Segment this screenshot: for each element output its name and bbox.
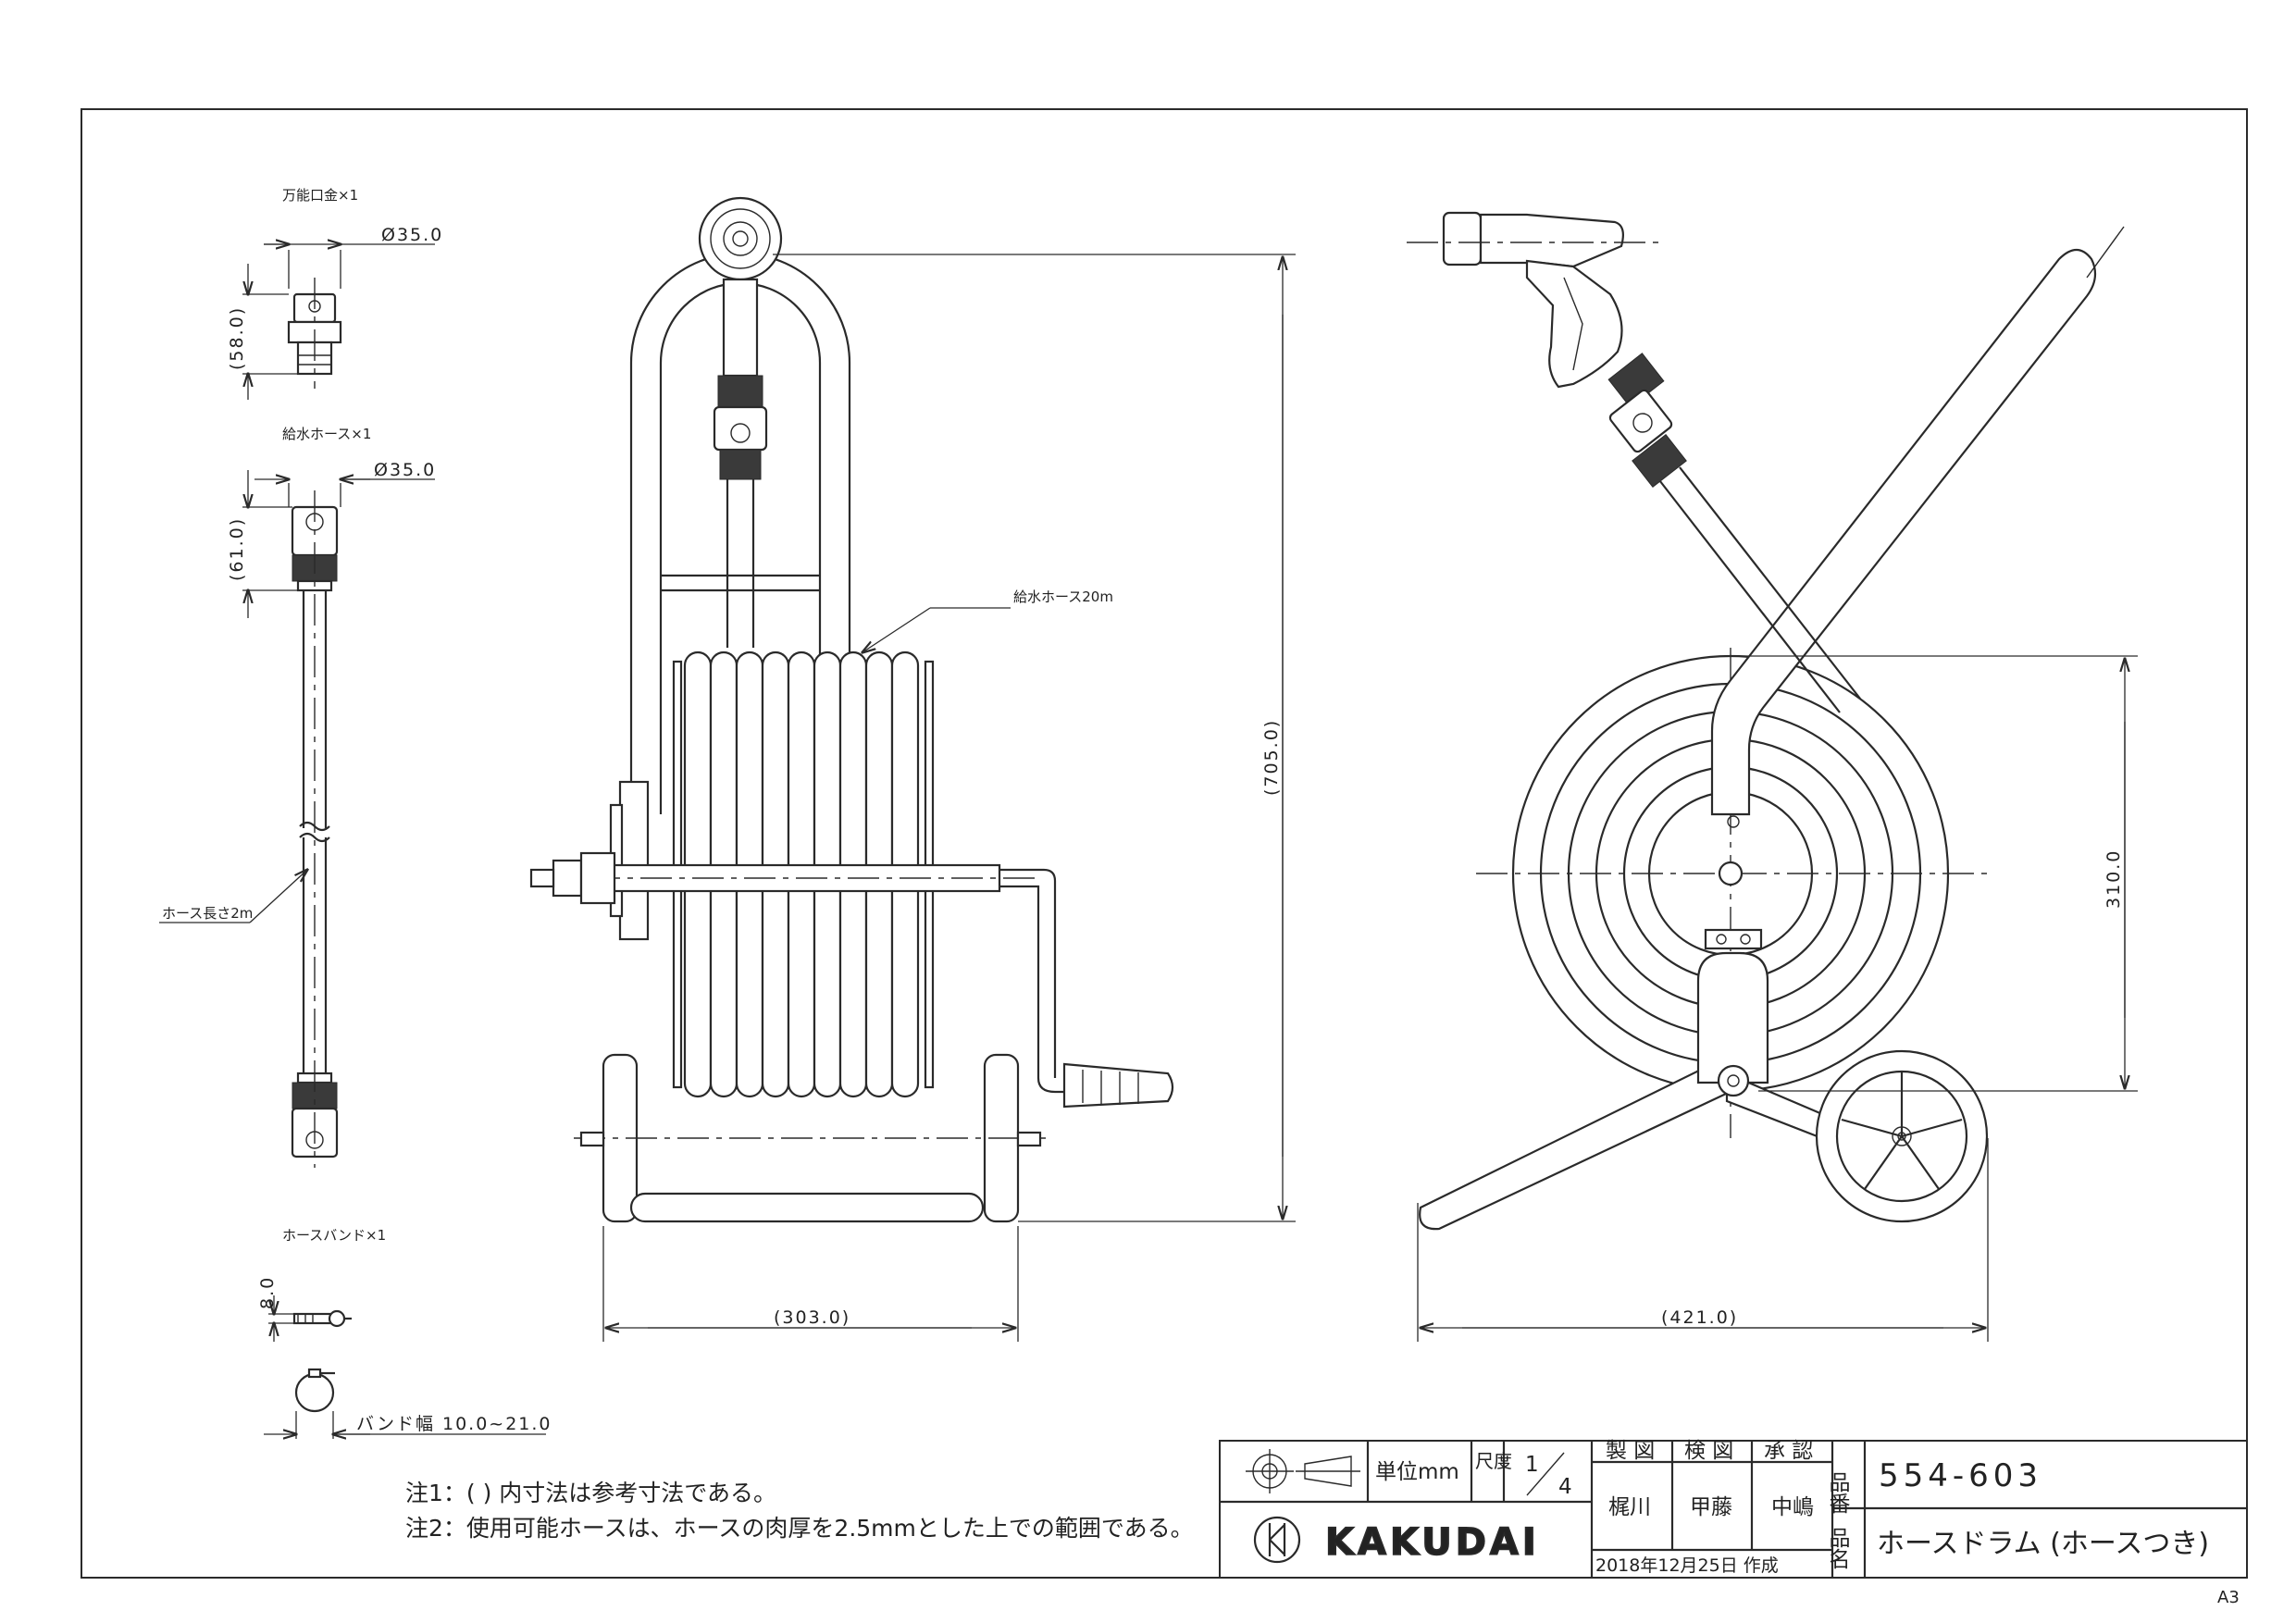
parts-column: 万能口金×1 Ø35.0 (58.0) 給水ホース×1 Ø35.0 <box>159 187 552 1439</box>
band-width-dim: バンド幅 10.0~21.0 <box>356 1414 552 1434</box>
scale-numerator: 1 <box>1525 1453 1539 1477</box>
front-height-dim: (705.0) <box>1261 719 1282 796</box>
supply-hose-label: 給水ホース×1 <box>282 426 371 442</box>
pistol-nozzle <box>1407 211 1687 489</box>
supply-hose-diameter-dim: Ø35.0 <box>374 460 436 480</box>
hose-coils <box>683 650 920 1098</box>
paper-size: A3 <box>2217 1588 2240 1607</box>
supply-hose-drawing <box>291 490 339 1168</box>
band-dim: 8.0 <box>257 1276 278 1309</box>
part-no-label: 品番 <box>1825 1471 1851 1514</box>
nozzle-label: 万能口金×1 <box>282 187 358 204</box>
scale-label: 尺度 <box>1475 1450 1512 1472</box>
reel-diameter-dim: 310.0 <box>2104 849 2124 909</box>
kakudai-logo: KAKUDAI <box>1253 1516 1540 1565</box>
product-name: ホースドラム (ホースつき) <box>1877 1528 2209 1560</box>
front-view: 給水ホース20m (705.0) (303.0) <box>529 196 1296 1342</box>
drawn-by: 梶川 <box>1608 1495 1651 1519</box>
drawing-border <box>81 108 2248 1579</box>
hose-20m-callout: 給水ホース20m <box>1013 588 1113 605</box>
side-width-dim: (421.0) <box>1661 1307 1738 1328</box>
nozzle-length-dim: (58.0) <box>227 306 247 370</box>
third-angle-projection-icon <box>1246 1449 1360 1493</box>
approved-by: 中嶋 <box>1771 1495 1814 1519</box>
hose-band-drawing <box>292 1309 352 1413</box>
checked-by: 甲藤 <box>1690 1495 1732 1519</box>
scale-denominator: 4 <box>1558 1475 1572 1499</box>
supply-hose-length-dim: (61.0) <box>227 517 247 581</box>
created-date: 2018年12月25日 作成 <box>1595 1555 1779 1576</box>
side-view: 310.0 (421.0) <box>1407 211 2138 1342</box>
drawn-label: 製 図 <box>1606 1439 1655 1463</box>
approved-label: 承 認 <box>1764 1439 1813 1463</box>
part-number: 554-603 <box>1879 1457 2042 1494</box>
nozzle-diameter-dim: Ø35.0 <box>381 225 443 245</box>
unit-label: 単位mm <box>1375 1460 1459 1484</box>
product-name-label: 品名 <box>1825 1527 1850 1569</box>
hose-length-label: ホース長さ2m <box>162 905 253 922</box>
note-1: 注1：( ) 内寸法は参考寸法である。 <box>405 1480 776 1506</box>
nozzle-coupler-drawing <box>287 278 342 389</box>
title-block: 単位mm 尺度 1 4 KAKUDAI 製 図 検 図 承 認 梶川 甲藤 中嶋… <box>1219 1439 2248 1579</box>
front-width-dim: (303.0) <box>774 1307 850 1328</box>
note-2: 注2：使用可能ホースは、ホースの肉厚を2.5mmとした上での範囲である。 <box>405 1515 1194 1542</box>
checked-label: 検 図 <box>1684 1439 1733 1463</box>
company-name: KAKUDAI <box>1325 1521 1540 1564</box>
hose-band-label: ホースバンド×1 <box>282 1227 386 1244</box>
